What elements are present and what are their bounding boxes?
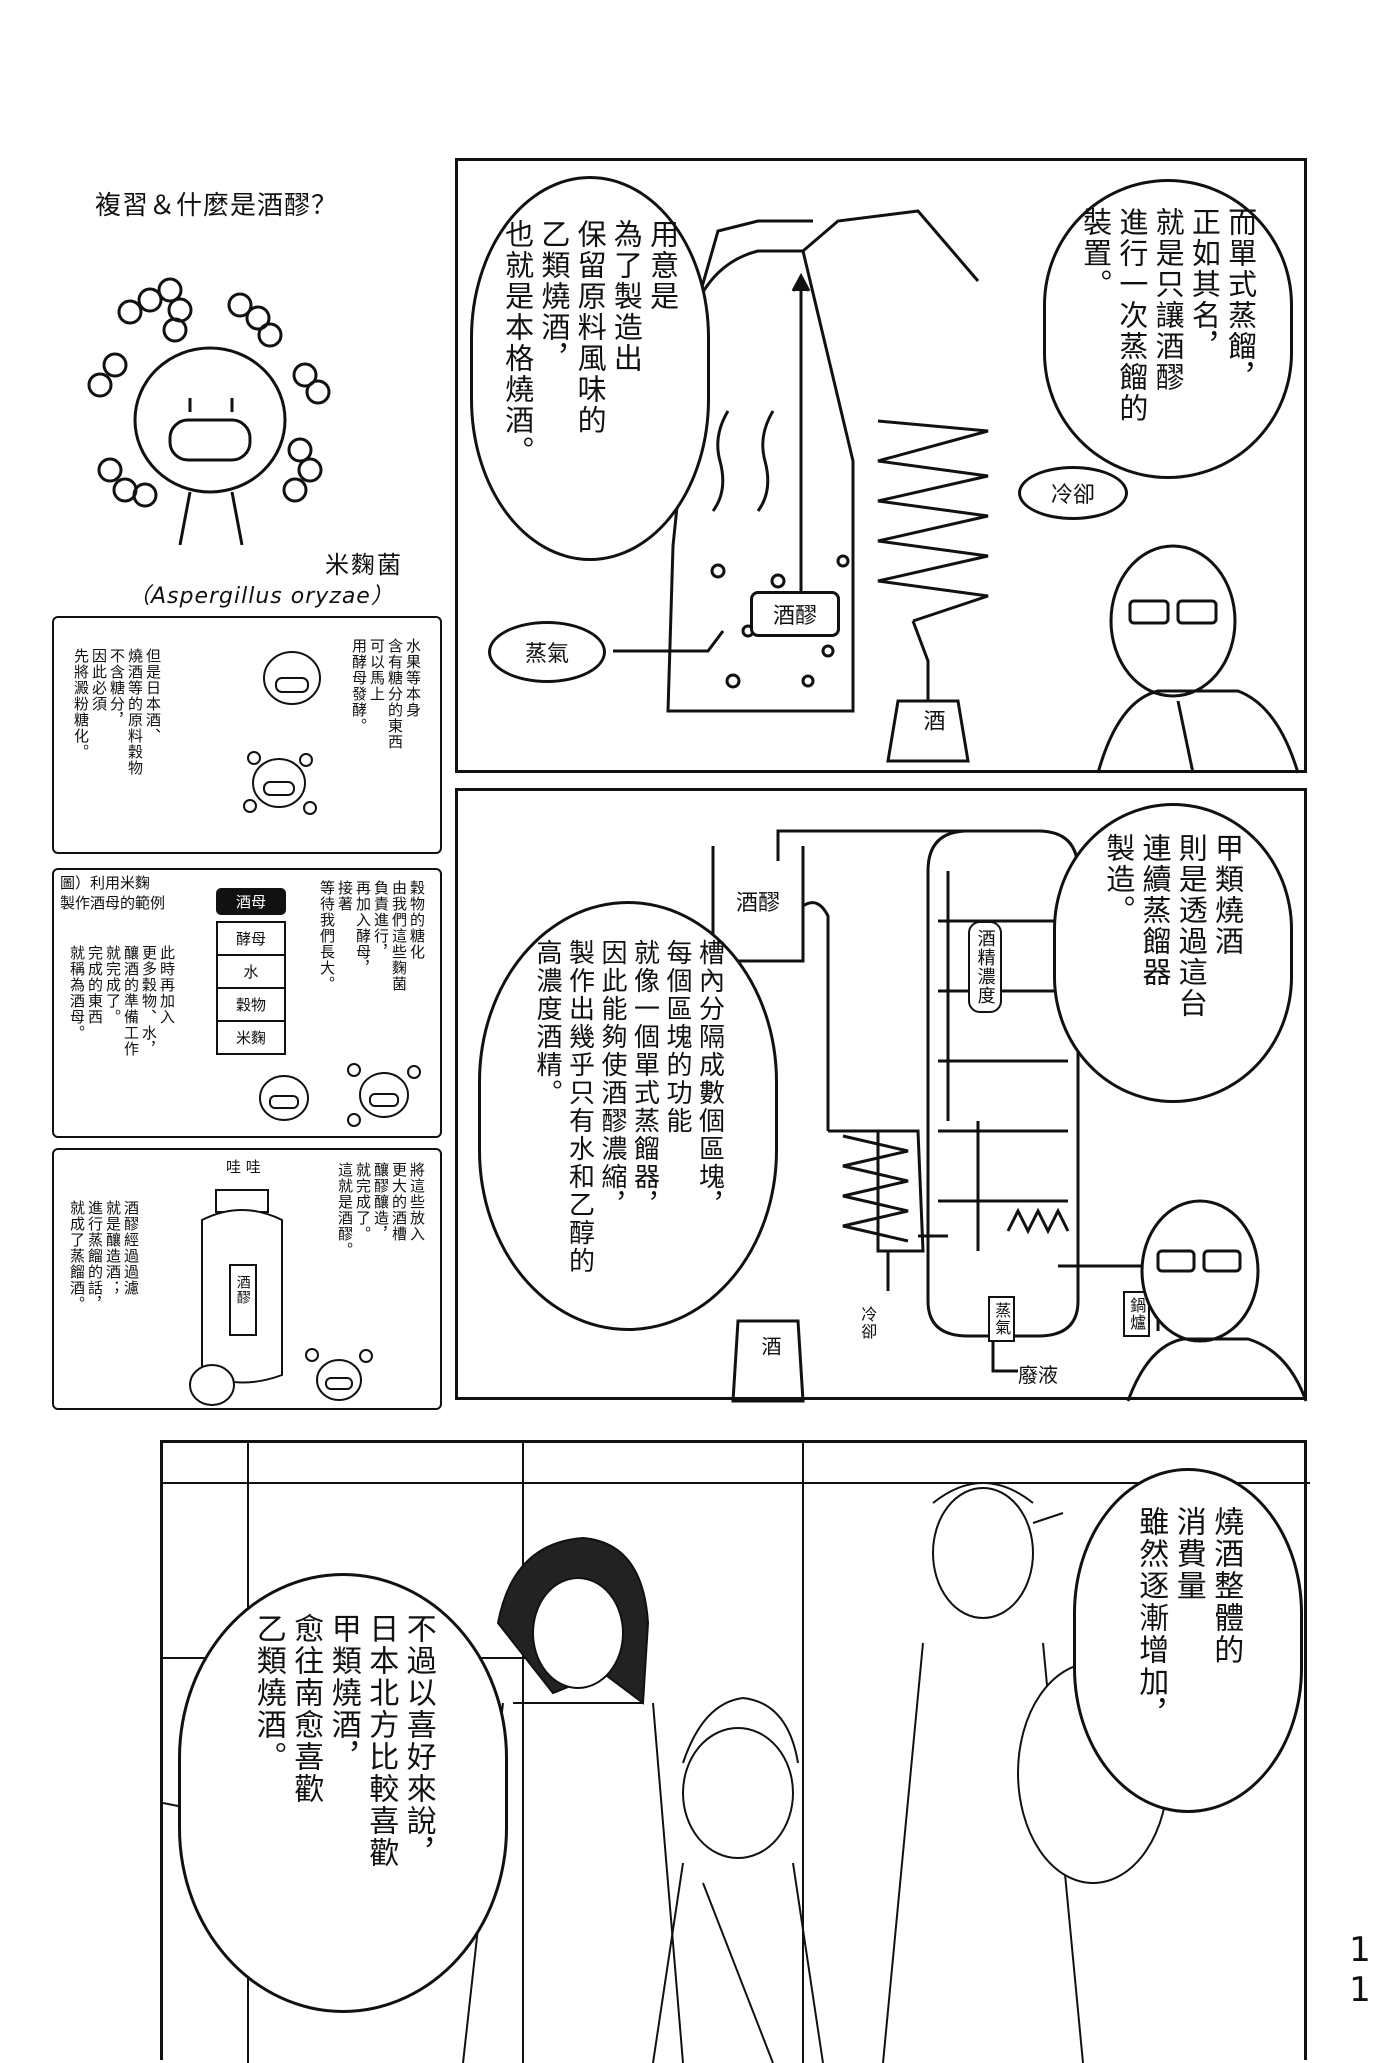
label-waste-liquid: 廢液 bbox=[1018, 1363, 1058, 1387]
box1-text-right: 水果等本身 含有糖分的東西 可以馬上 用酵母發酵。 bbox=[350, 638, 422, 750]
label-steam: 蒸氣 bbox=[988, 1296, 1016, 1342]
label-mash: 酒醪 bbox=[750, 591, 840, 637]
sidebar-box-sugar: 水果等本身 含有糖分的東西 可以馬上 用酵母發酵。 但是日本酒、 燒酒等的原料穀… bbox=[52, 616, 442, 854]
speech-bubble-preference: 不過以喜好來說， 日本北方比較喜歡 甲類燒酒， 愈往南愈喜歡 乙類燒酒。 bbox=[178, 1573, 508, 2013]
starter-table-row: 水 bbox=[218, 956, 284, 989]
label-cool: 冷卻 bbox=[1018, 466, 1128, 520]
koji-label: 米麴菌 bbox=[325, 551, 403, 579]
speech-bubble-continuous-right: 甲類燒酒 則是透過這台 連續蒸餾器 製造。 bbox=[1053, 803, 1293, 1103]
sidebar-box-starter: 圖）利用米麴 製作酒母的範例 穀物的糖化 由我們這些麴菌 負責進行， 再加入酵母… bbox=[52, 868, 442, 1138]
starter-table-row: 酵母 bbox=[218, 923, 284, 956]
label-mash: 酒醪 bbox=[718, 881, 798, 921]
box1-koji-characters bbox=[243, 651, 321, 815]
box3-sfx: 哇 哇 bbox=[226, 1158, 261, 1176]
continuous-still-diagram bbox=[711, 829, 1160, 1403]
box3-text-right: 將這些放入 更大的酒槽 釀醪釀造， 就完成了。 這就是酒醪。 bbox=[336, 1162, 426, 1258]
starter-table-row: 米麴 bbox=[235, 1029, 266, 1047]
label-sake: 酒 bbox=[919, 709, 945, 733]
starter-table: 酒母 酵母 水 穀物 米麴 bbox=[216, 888, 286, 1055]
professor-character bbox=[1126, 1199, 1308, 1402]
box3-tank-illustration bbox=[189, 1189, 373, 1406]
label-sake: 酒 bbox=[758, 1336, 782, 1357]
label-cool: 冷卻 bbox=[858, 1306, 878, 1340]
sidebar-title: 複習＆什麼是酒醪？ bbox=[95, 191, 339, 221]
box3-text-left: 酒醪經過過濾 就是釀造酒； 進行蒸餾的話， 就成了蒸餾酒。 bbox=[68, 1200, 140, 1312]
label-boiler: 鍋爐 bbox=[1123, 1291, 1151, 1337]
koji-spore-chain bbox=[87, 277, 331, 508]
speech-bubble-continuous-left: 槽內分隔成數個區塊， 每個區塊的功能 就像一個單式蒸餾器， 因此能夠使酒醪濃縮，… bbox=[478, 901, 778, 1331]
panel-characters: 燒酒整體的 消費量 雖然逐漸增加， 不過以喜好來說， 日本北方比較喜歡 甲類燒酒… bbox=[160, 1440, 1310, 2063]
box2-koji-characters bbox=[259, 1063, 421, 1127]
panel-pot-still: 酒醪 蒸氣 冷卻 酒 而單式蒸餾， 正如其名， 就是只讓酒醪 進行一次蒸餾的 裝… bbox=[455, 158, 1307, 774]
box2-text-left: 此時再加入 更多穀物、水， 釀酒的準備工作 就完成了。 完成的東西 就稱為酒母。 bbox=[68, 945, 176, 1057]
sidebar-box-mash: 將這些放入 更大的酒槽 釀醪釀造， 就完成了。 這就是酒醪。 酒醪經過過濾 就是… bbox=[52, 1148, 442, 1410]
box3-tank-label: 酒醪 bbox=[234, 1275, 251, 1305]
starter-table-head: 酒母 bbox=[216, 888, 286, 915]
label-alcohol-concentration: 酒精濃度 bbox=[968, 921, 1002, 1013]
label-steam: 蒸氣 bbox=[488, 621, 606, 683]
starter-table-row: 穀物 bbox=[218, 989, 284, 1022]
page-number: 11 bbox=[1340, 1930, 1380, 2010]
speech-bubble-consumption: 燒酒整體的 消費量 雖然逐漸增加， bbox=[1073, 1468, 1303, 1813]
speech-bubble-pot-still-left: 用意是 為了製造出 保留原料風味的 乙類燒酒， 也就是本格燒酒。 bbox=[470, 176, 710, 561]
speech-bubble-pot-still-right: 而單式蒸餾， 正如其名， 就是只讓酒醪 進行一次蒸餾的 裝置。 bbox=[1043, 179, 1293, 479]
koji-latin-name: （Aspergillus oryzae） bbox=[128, 584, 394, 609]
professor-character bbox=[1096, 544, 1300, 774]
panel-continuous-still: 酒醪 酒精濃度 蒸氣 冷卻 酒 鍋爐 廢液 甲類燒酒 則是透過這台 連續蒸餾器 … bbox=[455, 788, 1308, 1403]
box2-caption: 圖）利用米麴 製作酒母的範例 bbox=[60, 874, 166, 912]
box1-text-left: 但是日本酒、 燒酒等的原料穀物 不含糖分， 因此必須 先將澱粉糖化。 bbox=[72, 648, 162, 776]
box2-text-right: 穀物的糖化 由我們這些麴菌 負責進行， 再加入酵母， 接著 等待我們長大。 bbox=[318, 880, 426, 992]
